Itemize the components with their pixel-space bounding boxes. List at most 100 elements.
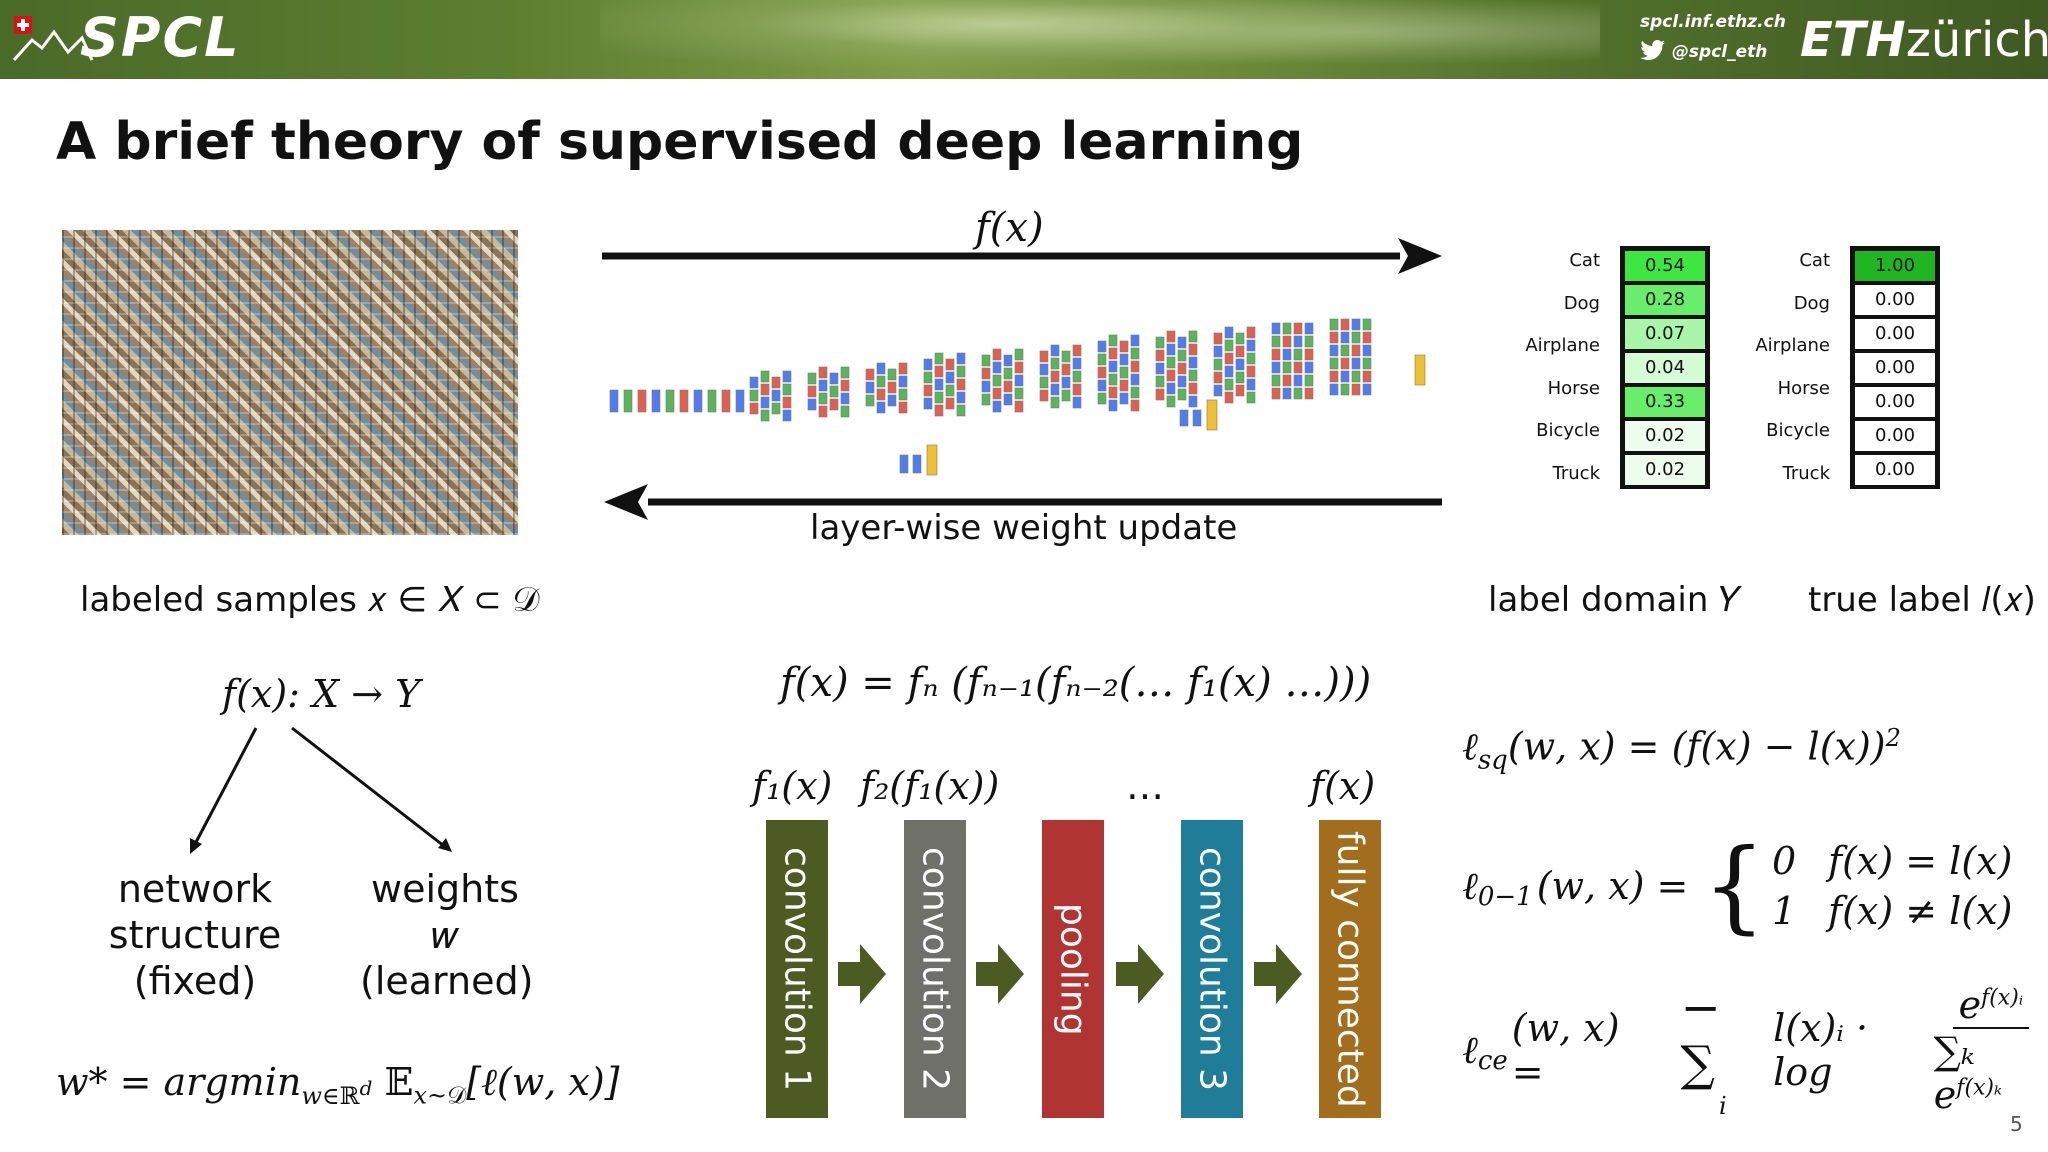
- network-layer-block-123: [1130, 347, 1140, 360]
- network-layer-block-152: [1213, 358, 1223, 371]
- network-layer-block-143: [1177, 388, 1187, 401]
- prediction-class-label: Bicycle: [1536, 420, 1600, 441]
- network-layer-block-98: [1061, 363, 1071, 376]
- network-layer-block-182: [1282, 374, 1292, 387]
- network-layer-block-216: [1362, 344, 1372, 357]
- network-layer-block-18: [771, 389, 781, 402]
- prediction-value-cell: 0.07: [1623, 317, 1707, 351]
- layer-convolution-3-text: convolution 3: [1191, 846, 1233, 1092]
- sq-sub: 𝑠𝑞: [1477, 745, 1508, 776]
- network-layer-block-68: [956, 391, 966, 404]
- network-layer-block-210: [1351, 344, 1361, 357]
- network-layer-block-80: [1003, 367, 1013, 380]
- network-layer-block-24: [807, 372, 817, 385]
- network-layer-block-9: [735, 389, 745, 413]
- network-layer-block-189: [1293, 387, 1303, 400]
- network-layer-block-36: [840, 392, 850, 405]
- ce-den: ∑ₖ 𝑒: [1933, 1029, 1975, 1117]
- layer-convolution-1: convolution 1: [766, 820, 828, 1118]
- network-layer-block-168: [1246, 352, 1256, 365]
- network-layer-block-92: [1050, 344, 1060, 357]
- network-layer-block-31: [829, 372, 839, 385]
- argmin-lhs: 𝑤* = argmin: [56, 1060, 302, 1104]
- network-layer-block-175: [1271, 361, 1281, 374]
- argmin-formula: 𝑤* = argmin𝑤∈ℝ𝑑 𝔼𝑥~𝒟[ℓ(𝑤, 𝑥)]: [56, 1060, 620, 1110]
- network-layer-block-47: [887, 394, 897, 407]
- network-layer-block-95: [1050, 383, 1060, 396]
- network-layer-block-100: [1061, 389, 1071, 402]
- network-layer-block-86: [1014, 387, 1024, 400]
- network-layer-block-181: [1282, 361, 1292, 374]
- network-layer-block-70: [981, 354, 991, 367]
- network-layer-block-148: [1188, 382, 1198, 395]
- sq-mid: (𝑤, 𝑥) = (𝑓(𝑥) − 𝑙(𝑥)): [1507, 724, 1886, 769]
- network-layer-block-21: [782, 383, 792, 396]
- z-case1-cond: 𝑓(𝑥) = 𝑙(𝑥): [1828, 839, 2013, 883]
- network-layer-block-215: [1362, 331, 1372, 344]
- twitter-handle[interactable]: @spcl_eth: [1640, 40, 1767, 62]
- network-layer-block-154: [1213, 384, 1223, 397]
- eth-logo-rest: zürich: [1905, 12, 2048, 68]
- labeled-samples-caption: labeled samples 𝑥 ∈ 𝑋 ⊂ 𝒟: [80, 580, 540, 620]
- network-layer-block-119: [1119, 366, 1129, 379]
- network-layer-block-87: [1014, 400, 1024, 413]
- truth-class-label: Airplane: [1755, 335, 1830, 356]
- network-layer-block-53: [923, 371, 933, 384]
- ce-numerator: 𝑒𝑓(𝑥)ᵢ: [1952, 983, 2030, 1029]
- network-layer-block-25: [807, 385, 817, 398]
- network-layer-block-50: [898, 388, 908, 401]
- network-layer-block-59: [934, 391, 944, 404]
- network-layer-block-114: [1108, 373, 1118, 386]
- prediction-value-cell: 0.04: [1623, 351, 1707, 385]
- network-layer-block-183: [1282, 387, 1292, 400]
- network-layer-block-82: [1003, 393, 1013, 406]
- network-layer-block-140: [1177, 349, 1187, 362]
- network-layer-block-41: [876, 362, 886, 375]
- network-layer-block-90: [1039, 376, 1049, 389]
- truth-class-label: Dog: [1793, 292, 1830, 314]
- network-layer-block-64: [945, 397, 955, 410]
- network-layer-block-32: [829, 385, 839, 398]
- network-layer-block-162: [1235, 345, 1245, 358]
- network-layer-block-56: [934, 352, 944, 365]
- expectation-body: [ℓ(𝑤, 𝑥)]: [466, 1060, 620, 1104]
- network-layer-block-60: [934, 404, 944, 417]
- spcl-logo-text: SPCL: [80, 6, 241, 69]
- network-layer-block-3: [651, 389, 661, 413]
- network-layer-block-226: [1414, 354, 1426, 386]
- network-layer-block-30: [818, 405, 828, 418]
- flow-arrow-icon: [1116, 944, 1164, 1004]
- network-layer-block-141: [1177, 362, 1187, 375]
- forward-arrow-label: 𝑓(𝑥): [975, 205, 1044, 251]
- network-layer-block-23: [782, 409, 792, 422]
- layer-fully-connected-text: fully connected: [1329, 830, 1371, 1108]
- network-layer-block-91: [1039, 389, 1049, 402]
- network-layer-block-156: [1224, 339, 1234, 352]
- network-layer-block-118: [1119, 353, 1129, 366]
- sq-lhs: ℓ: [1462, 724, 1478, 769]
- expectation-sub: 𝑥~𝒟: [413, 1081, 467, 1110]
- network-layer-block-221: [912, 454, 922, 474]
- network-layer-block-150: [1213, 332, 1223, 345]
- twitter-icon: [1640, 40, 1665, 60]
- network-layer-block-196: [1329, 318, 1339, 331]
- network-layer-block-88: [1039, 350, 1049, 363]
- network-layer-block-4: [665, 389, 675, 413]
- network-layer-block-115: [1108, 386, 1118, 399]
- network-layer-block-202: [1340, 318, 1350, 331]
- network-layer-block-111: [1108, 334, 1118, 347]
- network-layer-block-99: [1061, 376, 1071, 389]
- network-layer-block-204: [1340, 344, 1350, 357]
- network-layer-block-144: [1188, 330, 1198, 343]
- layer-convolution-2-text: convolution 2: [914, 846, 956, 1092]
- site-url[interactable]: spcl.inf.ethz.ch: [1640, 12, 1786, 32]
- network-layer-block-128: [1155, 336, 1165, 349]
- network-layer-block-117: [1119, 340, 1129, 353]
- network-layer-block-106: [1097, 340, 1107, 353]
- network-layer-block-1: [623, 389, 633, 413]
- prediction-value-cell: 0.02: [1623, 419, 1707, 453]
- network-layer-block-217: [1362, 357, 1372, 370]
- network-layer-block-52: [923, 358, 933, 371]
